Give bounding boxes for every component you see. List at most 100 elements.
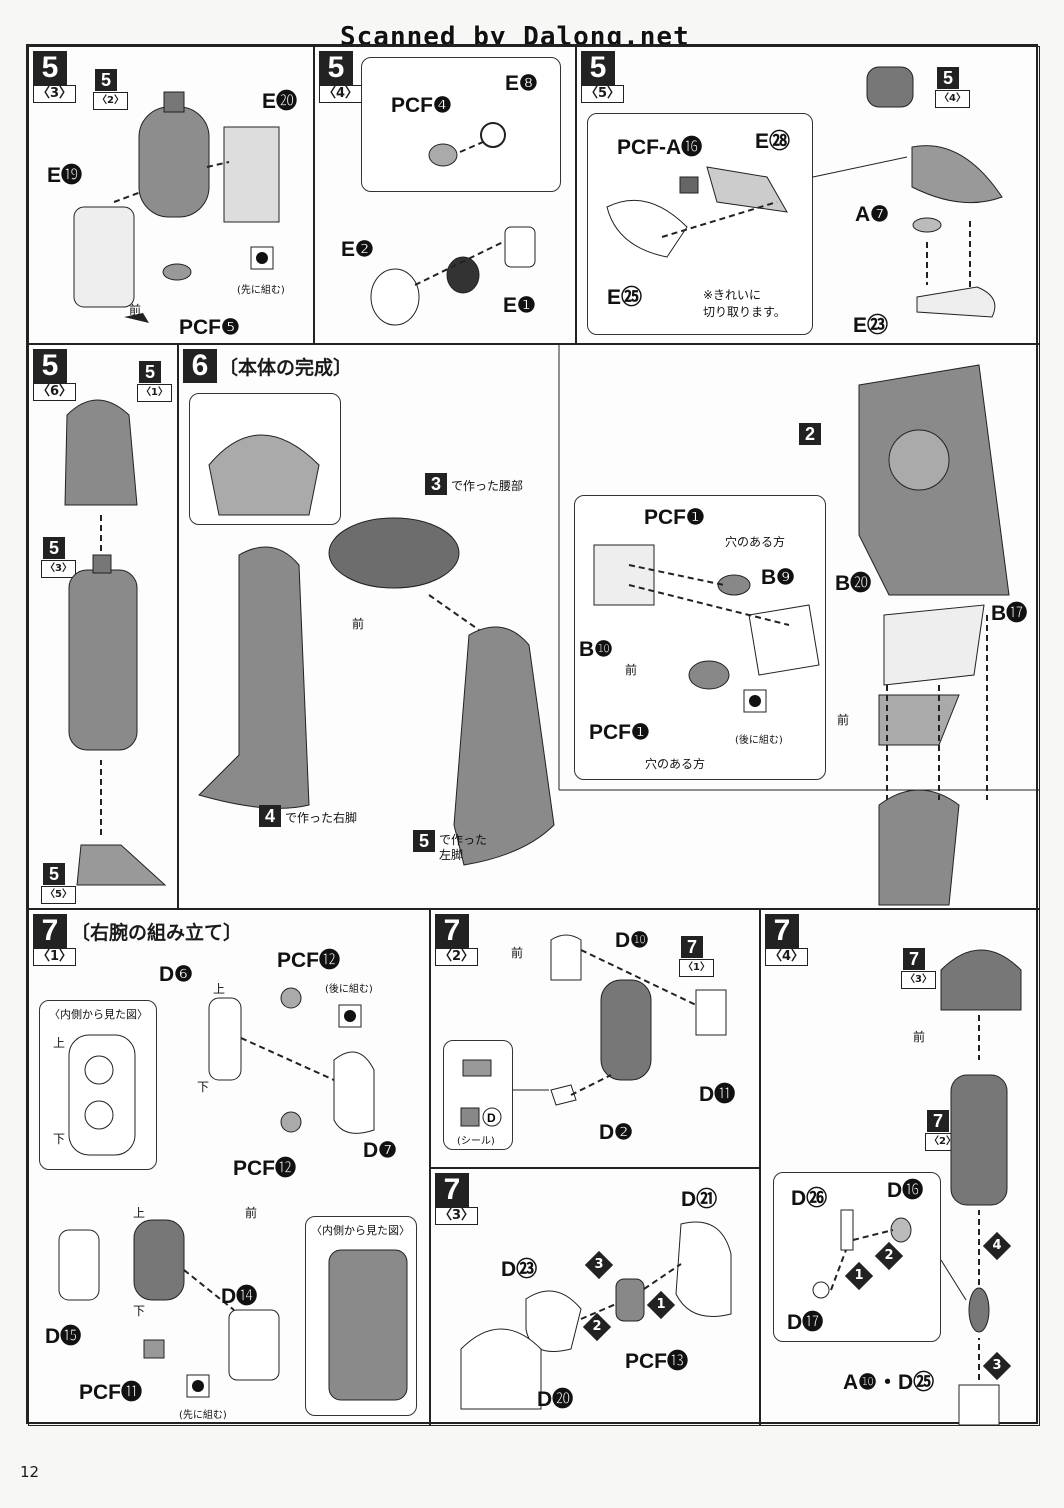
note-cut-cleanly: ※きれいに 切り取ります。	[703, 288, 786, 319]
note-assemble-first: (先に組む)	[179, 1410, 227, 1421]
panel-step-5-4: 5 〈4〉 PCF❹ E❽ E❷ E❶	[314, 46, 576, 344]
detail-inset	[361, 57, 561, 192]
note-assemble-later: (後に組む)	[735, 735, 783, 746]
order-marker-2: 2	[874, 1241, 904, 1271]
part-label-B10: B❿	[579, 638, 613, 661]
parts-drawing	[460, 1221, 732, 1410]
parts-drawing	[606, 66, 1003, 318]
step-sub: 〈3〉	[33, 85, 77, 103]
order-marker-3: 3	[584, 1250, 614, 1280]
part-label-A10-D25: A❿・D㉕	[843, 1371, 935, 1394]
part-label-D16: D⓰	[887, 1179, 924, 1202]
step-sub: 〈3〉	[435, 1207, 479, 1225]
hole-side-bottom: 穴のある方	[645, 757, 706, 771]
panel-step-7-1: 7 〈1〉 〔右腕の組み立て〕 〈内側から見た図〉 上 下 〈内側から見た図〉	[28, 909, 430, 1426]
panel-step-6: 6 〔本体の完成〕	[178, 344, 1040, 909]
step-badge: 7	[33, 914, 67, 948]
panel-step-7-2: 7 〈2〉 7 〈1〉 D 前 D❿ D⓫ D❷ (シール)	[430, 909, 760, 1168]
part-label-B17: B⓱	[991, 602, 1028, 625]
down-label-2: 下	[133, 1304, 146, 1318]
step-badge: 7	[435, 914, 469, 948]
ref-step-badge-2: 7	[927, 1110, 949, 1132]
part-label-E8: E❽	[505, 72, 538, 95]
ref-step-badge-1: 5	[139, 361, 161, 383]
part-label-PCF11: PCF⓫	[79, 1381, 142, 1404]
parts-drawing	[64, 399, 167, 886]
parts-drawing	[198, 345, 1039, 906]
inner-view-up: 上	[53, 1036, 66, 1050]
step-sub: 〈4〉	[319, 85, 363, 103]
part-label-E23: E㉓	[853, 314, 889, 337]
panel-step-7-3: 7 〈3〉 3 2 1 D㉑ D㉓ PCF⓭ D⓴	[430, 1168, 760, 1426]
part-label-PCF12-top: PCF⓬	[277, 949, 340, 972]
parts-drawing	[370, 122, 536, 326]
ref-step-badge: 5	[95, 69, 117, 91]
panel-step-5-5: 5 〈5〉 5 〈4〉 PCF-A⓰ E㉘ E㉕ A❼ E㉓ ※きれいに 切り取…	[576, 46, 1040, 344]
part-label-PCF-A16: PCF-A⓰	[617, 136, 703, 159]
order-marker-4: 4	[982, 1231, 1012, 1261]
part-label-D2: D❷	[599, 1121, 633, 1144]
ref-step-badge-3: 5	[43, 863, 65, 885]
part-label-E28: E㉘	[755, 130, 791, 153]
part-label-D11: D⓫	[699, 1083, 736, 1106]
front-label: 前	[129, 303, 142, 317]
part-label-A7: A❼	[855, 203, 889, 226]
step-badge: 5	[581, 51, 615, 85]
ref-step-sub: 〈1〉	[679, 959, 714, 977]
ref-step-sub: 〈2〉	[93, 92, 128, 110]
detail-inset	[773, 1172, 941, 1342]
part-label-D17: D⓱	[787, 1311, 824, 1334]
part-label-PCF1-top: PCF❶	[644, 506, 705, 529]
part-label-D21: D㉑	[681, 1188, 718, 1211]
front-label: 前	[245, 1206, 258, 1220]
step-sub: 〈1〉	[33, 948, 77, 966]
panel-step-5-6: 5 〈6〉 5 〈1〉 5 〈3〉 5 〈5〉	[28, 344, 178, 909]
ref-step-badge-1: 7	[903, 948, 925, 970]
front-label: 前	[352, 617, 365, 631]
seal-note: (シール)	[457, 1136, 495, 1147]
down-label: 下	[197, 1080, 210, 1094]
ref-step-badge: 5	[937, 67, 959, 89]
part-label-D14: D⓮	[221, 1285, 258, 1308]
part-label-E19: E⓳	[47, 164, 83, 187]
part-label-D7: D❼	[363, 1139, 397, 1162]
inner-view-down: 下	[53, 1132, 66, 1146]
order-marker-3: 3	[982, 1351, 1012, 1381]
inner-view-title-2: 〈内側から見た図〉	[311, 1224, 410, 1237]
step-sub: 〈5〉	[581, 85, 625, 103]
ref-step-badge-2: 5	[43, 537, 65, 559]
instruction-sheet: 5 〈3〉 5 〈2〉 E⓳ E⓴ PCF❺ 前 (先に組む) 5 〈4〉	[26, 44, 1040, 1426]
part-label-B9: B❾	[761, 566, 795, 589]
ref-step-sub-2: 〈3〉	[41, 560, 76, 578]
part-label-D20: D⓴	[537, 1388, 574, 1411]
order-marker-2: 2	[582, 1312, 612, 1342]
order-marker-1: 1	[844, 1261, 874, 1291]
part-label-E25: E㉕	[607, 286, 643, 309]
part-label-D15: D⓯	[45, 1325, 82, 1348]
ref-step-3-badge: 3	[425, 473, 447, 495]
part-label-PCF5: PCF❺	[179, 316, 240, 339]
seal-inset	[443, 1040, 513, 1150]
step-title: 〔本体の完成〕	[219, 357, 353, 379]
ref-step-sub-1: 〈1〉	[137, 384, 172, 402]
step-sub: 〈6〉	[33, 383, 77, 401]
ref-waist-text: で作った腰部	[451, 479, 524, 493]
part-label-E2: E❷	[341, 238, 374, 261]
step-badge: 5	[33, 349, 67, 383]
panel-step-7-4: 7 〈4〉 7 〈3〉 7 〈2〉 前 D㉖ D⓰ D⓱ A❿・D㉕ 1 2 4	[760, 909, 1040, 1426]
up-label: 上	[213, 982, 226, 996]
parts-drawing	[73, 91, 280, 323]
step-badge: 7	[765, 914, 799, 948]
front-label: 前	[511, 946, 524, 960]
part-label-D23: D㉓	[501, 1258, 538, 1281]
step-badge: 6	[183, 349, 217, 383]
step-badge: 5	[319, 51, 353, 85]
ref-step-5-badge: 5	[413, 830, 435, 852]
ref-step-sub-3: 〈5〉	[41, 886, 76, 904]
ref-step-sub: 〈4〉	[935, 90, 970, 108]
step-sub: 〈2〉	[435, 948, 479, 966]
step-title: 〔右腕の組み立て〕	[71, 922, 243, 944]
front-label: 前	[913, 1030, 926, 1044]
parts-drawing: D	[460, 934, 727, 1127]
part-label-PCF1-bottom: PCF❶	[589, 721, 650, 744]
